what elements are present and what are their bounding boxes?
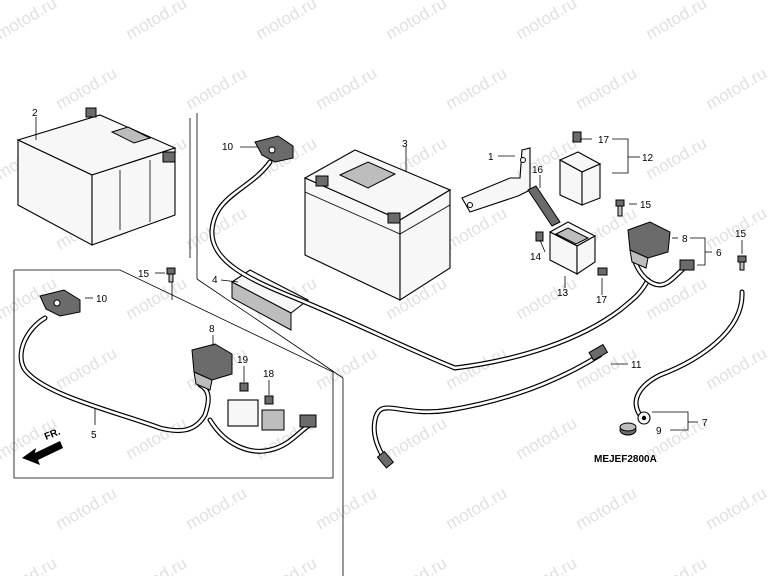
callout-15-relay: 15 [640, 200, 652, 211]
battery-box-part-2 [16, 107, 177, 246]
watermark-text: motod.ru [443, 63, 511, 113]
callout-15-right: 15 [735, 229, 747, 240]
callout-15-inset: 15 [138, 269, 150, 280]
fuse-part-18 [264, 395, 274, 405]
watermark-text: motod.ru [643, 0, 711, 43]
terminal-cap-part-9 [619, 422, 637, 436]
callout-10-upper: 10 [222, 142, 234, 153]
callout-19: 19 [237, 355, 249, 366]
callout-16: 16 [532, 165, 544, 176]
watermark-text: motod.ru [513, 553, 581, 576]
watermark-text: motod.ru [513, 273, 581, 323]
callout-11: 11 [631, 360, 642, 371]
battery-cable-part-11 [371, 343, 609, 469]
watermark-text: motod.ru [313, 483, 381, 533]
watermark-text: motod.ru [0, 0, 60, 43]
watermark-text: motod.ru [383, 553, 451, 576]
fuse-part-17-lower [597, 267, 608, 276]
callout-13: 13 [557, 288, 569, 299]
watermark-text: motod.ru [443, 203, 511, 253]
callout-labels: 2 3 10 4 1 17 12 16 15 14 13 17 8 6 15 1… [32, 108, 747, 441]
watermark-text: motod.ru [313, 63, 381, 113]
callout-4: 4 [212, 275, 218, 286]
callout-2: 2 [32, 108, 38, 119]
callout-14: 14 [530, 252, 542, 263]
watermark-text: motod.ru [123, 0, 191, 43]
watermark-text: motod.ru [443, 483, 511, 533]
bracket-part-1 [461, 147, 531, 213]
battery-part-3 [303, 149, 452, 302]
diagram-code: MEJEF2800A [594, 454, 657, 465]
battery-cable-part-5 [18, 315, 317, 454]
watermark-text: motod.ru [313, 343, 381, 393]
bolt-part-15-a [615, 199, 625, 217]
callout-17-upper: 17 [598, 135, 610, 146]
callout-12: 12 [642, 153, 654, 164]
callout-1: 1 [488, 152, 494, 163]
watermark-text: motod.ru [123, 553, 191, 576]
watermark-text: motod.ru [53, 63, 121, 113]
callout-7: 7 [702, 418, 708, 429]
divider-lines [13, 113, 344, 576]
bolt-part-15-b [737, 255, 747, 271]
leader-lines [35, 117, 743, 431]
battery-cable-upper [209, 159, 651, 371]
callout-5: 5 [91, 430, 97, 441]
terminal-cover-part-10-lower [39, 289, 81, 317]
watermark-text: motod.ru [183, 483, 251, 533]
fuse-part-19 [239, 382, 249, 392]
watermark-text: motod.ru [253, 0, 321, 43]
callout-9: 9 [656, 426, 662, 437]
watermark-text: motod.ru [53, 483, 121, 533]
callout-18: 18 [263, 369, 275, 380]
watermark-text: motod.ru [0, 553, 60, 576]
callout-6: 6 [716, 248, 722, 259]
watermark-text: motod.ru [703, 63, 768, 113]
bolt-part-15-c [166, 267, 176, 283]
watermark-text: motod.ru [383, 413, 451, 463]
relay-assembly-inset [227, 399, 285, 431]
terminal-cover-part-10-upper [254, 135, 294, 163]
watermark-text: motod.ru [383, 0, 451, 43]
watermark-text: motod.ru [573, 63, 641, 113]
terminal-cover-part-8-lower [191, 343, 233, 391]
watermark-text: motod.ru [703, 343, 768, 393]
callout-8-lower: 8 [209, 324, 215, 335]
battery-cable-part-7 [633, 289, 745, 425]
relay-cover-part-13 [548, 221, 597, 276]
watermark-text: motod.ru [513, 0, 581, 43]
callout-17-lower: 17 [596, 295, 608, 306]
terminal-cover-part-8-upper [627, 221, 671, 269]
watermark-text: motod.ru [703, 483, 768, 533]
bolt-part-14 [535, 231, 544, 242]
watermark-text: motod.ru [53, 343, 121, 393]
watermark-text: motod.ru [573, 483, 641, 533]
watermark-text: motod.ru [513, 413, 581, 463]
watermark-text: motod.ru [183, 63, 251, 113]
bracket-part-16 [527, 185, 561, 227]
starter-relay-part-12 [558, 131, 602, 206]
starter-cable-part-6 [632, 259, 695, 288]
watermark-text: motod.ru [643, 553, 711, 576]
callout-8-upper: 8 [682, 234, 688, 245]
watermark-text: motod.ru [253, 553, 321, 576]
callout-10-lower: 10 [96, 294, 108, 305]
callout-3: 3 [402, 139, 408, 150]
